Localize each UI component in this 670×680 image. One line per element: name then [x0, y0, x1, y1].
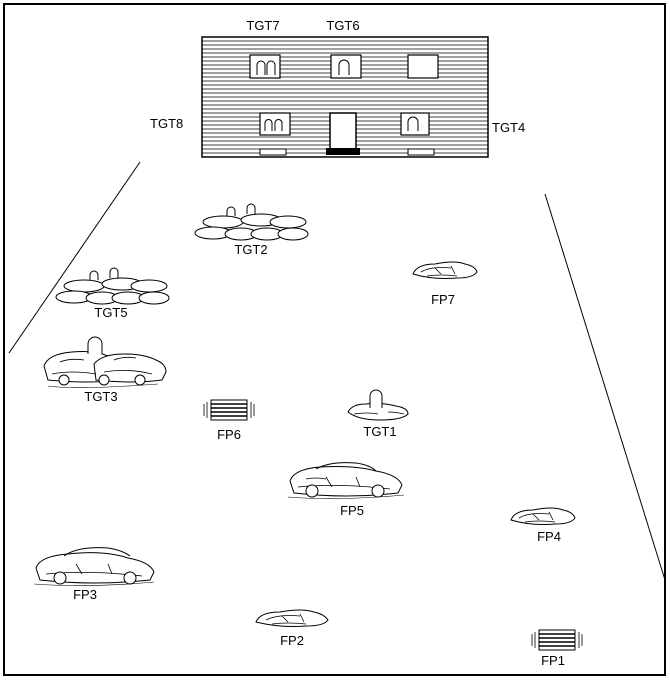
label-tgt1: TGT1	[363, 424, 397, 439]
label-tgt8: TGT8	[150, 116, 184, 131]
window-figure-icon	[407, 116, 419, 131]
wrecked-vehicle-icon	[255, 609, 329, 627]
diagram-border	[3, 3, 666, 676]
label-fp3: FP3	[73, 587, 97, 602]
left-range-boundary	[8, 161, 141, 354]
prone-figures-group-icon	[55, 267, 170, 305]
building-facade-icon	[201, 36, 489, 158]
wrecked-car-icon	[33, 547, 155, 586]
sandbag-barrier-icon	[203, 399, 255, 421]
door-step	[326, 148, 360, 155]
sandbag-barrier-icon	[531, 629, 583, 651]
wrecked-vehicle-icon	[510, 507, 576, 525]
wrecked-vehicle-icon	[412, 261, 478, 279]
label-fp5: FP5	[340, 503, 364, 518]
upper-window	[407, 54, 439, 79]
window-figures-icon	[256, 60, 276, 75]
label-tgt7: TGT7	[246, 18, 280, 33]
label-tgt3: TGT3	[84, 389, 118, 404]
label-fp4: FP4	[537, 529, 561, 544]
right-range-boundary	[544, 193, 666, 581]
figure-in-foxhole-icon	[347, 389, 409, 421]
lower-window-tgt4	[400, 112, 430, 136]
basement-vent	[259, 148, 287, 156]
wrecked-car-icon	[287, 462, 405, 499]
label-fp7: FP7	[431, 292, 455, 307]
figure-behind-vehicles-icon	[43, 336, 167, 388]
label-fp6: FP6	[217, 427, 241, 442]
window-figures-icon	[264, 119, 283, 131]
window-figure-icon	[338, 59, 350, 75]
building-door	[329, 112, 357, 151]
prone-figures-group-icon	[194, 203, 309, 241]
label-tgt5: TGT5	[94, 305, 128, 320]
basement-vent	[407, 148, 435, 156]
label-tgt6: TGT6	[326, 18, 360, 33]
label-tgt2: TGT2	[234, 242, 268, 257]
label-tgt4: TGT4	[492, 120, 526, 135]
upper-window-tgt6	[330, 54, 362, 79]
label-fp2: FP2	[280, 633, 304, 648]
label-fp1: FP1	[541, 653, 565, 668]
